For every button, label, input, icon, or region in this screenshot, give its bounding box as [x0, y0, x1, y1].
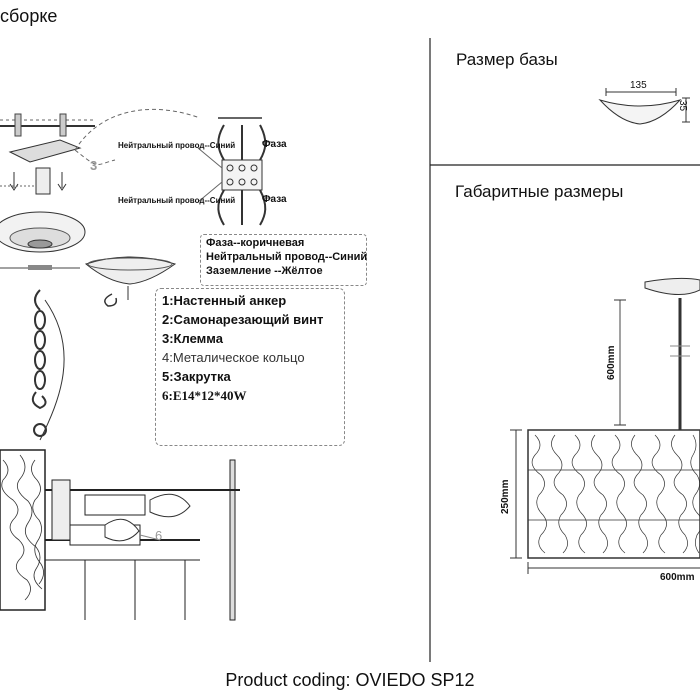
phase-label-bottom: Фаза: [262, 194, 287, 205]
overall-title: Габаритные размеры: [455, 182, 624, 201]
bulb-icon: [104, 493, 191, 542]
width-dim: 600mm: [660, 572, 695, 583]
parts-legend-item: 1:Настенный анкер: [162, 293, 287, 308]
ceiling-icon: [0, 113, 95, 137]
parts-legend-item: 4:Металическое кольцо: [162, 350, 305, 365]
product-coding: Product coding: OVIEDO SP12: [225, 670, 475, 690]
chain-length-dim: 600mm: [606, 345, 617, 380]
chain-icon: [31, 289, 65, 441]
base-width-dim: 135: [630, 80, 647, 91]
callout-number-3: 3: [90, 158, 98, 173]
parts-legend-item: 3:Клемма: [162, 331, 223, 346]
mounting-bracket-icon: [0, 139, 82, 195]
overall-lamp-icon: [510, 277, 700, 574]
base-plate-icon: [598, 88, 690, 125]
parts-legend-item: 2:Самонарезающий винт: [162, 312, 324, 327]
parts-legend-item: 5:Закрутка: [162, 369, 231, 384]
base-size-title: Размер базы: [456, 50, 558, 69]
parts-legend: 1:Настенный анкер 2:Самонарезающий винт …: [155, 288, 345, 446]
wire-legend-item: Нейтральный провод--Синий: [206, 251, 368, 263]
callout-arc: [74, 108, 201, 151]
crystal-pattern-left: [1, 454, 44, 601]
small-canopy-icon: [84, 256, 177, 307]
parts-legend-item: 6:E14*12*40W: [162, 388, 247, 403]
height-dim: 250mm: [500, 479, 511, 514]
neutral-wire-label-bottom: Нейтральный провод--Синий: [118, 196, 236, 205]
phase-label-top: Фаза: [262, 139, 287, 150]
top-title: сборке: [0, 6, 58, 26]
base-height-dim: 35: [677, 100, 688, 112]
canopy-icon: [0, 211, 86, 270]
terminal-block-icon: [197, 117, 272, 226]
callout-number-6: 6: [155, 528, 163, 543]
wire-legend-item: Заземление --Жёлтое: [206, 265, 323, 277]
neutral-wire-label-top: Нейтральный провод--Синий: [118, 141, 236, 150]
wire-color-legend: Фаза--коричневая Нейтральный провод--Син…: [200, 234, 367, 286]
crystal-pattern-right: [528, 434, 700, 554]
wire-legend-item: Фаза--коричневая: [206, 237, 305, 249]
